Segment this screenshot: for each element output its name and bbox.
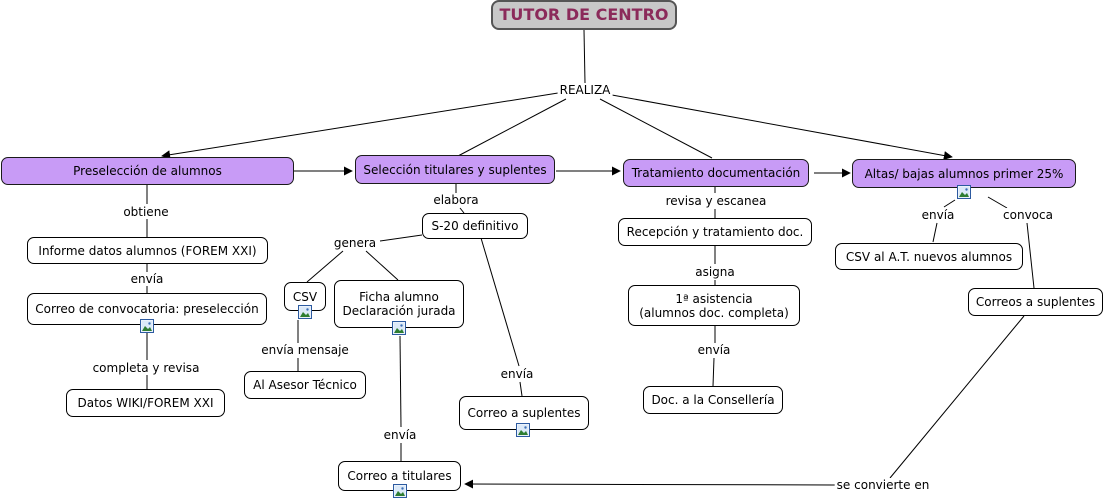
phrase-envia-titulares: envía	[381, 428, 419, 442]
phrase-se-convierte: se convierte en	[834, 478, 932, 492]
node-altas-label: Altas/ bajas alumnos primer 25%	[864, 166, 1064, 181]
node-altas[interactable]: Altas/ bajas alumnos primer 25%	[852, 159, 1076, 188]
node-s20[interactable]: S-20 definitivo	[422, 213, 528, 239]
node-informe-label: Informe datos alumnos (FOREM XXI)	[38, 243, 257, 258]
node-tratamiento-label: Tratamiento documentación	[631, 166, 801, 180]
phrase-obtiene: obtiene	[121, 205, 171, 219]
node-conselleria-label: Doc. a la Consellería	[651, 393, 775, 407]
node-correo-titulares-label: Correo a titulares	[347, 469, 452, 483]
node-ficha-line2: Declaración jurada	[342, 304, 456, 318]
node-seleccion[interactable]: Selección titulares y suplentes	[355, 155, 555, 184]
node-asesor[interactable]: Al Asesor Técnico	[244, 371, 366, 399]
phrase-completa-revisa: completa y revisa	[90, 361, 202, 375]
node-preseleccion-label: Preselección de alumnos	[73, 164, 222, 178]
phrase-asigna: asigna	[693, 265, 737, 279]
phrase-elabora: elabora	[431, 193, 481, 207]
image-icon[interactable]	[516, 423, 530, 437]
node-conselleria[interactable]: Doc. a la Consellería	[643, 386, 783, 414]
node-datos-wiki-label: Datos WIKI/FOREM XXI	[77, 396, 214, 410]
node-correo-convocatoria-label: Correo de convocatoria: preselección	[35, 302, 259, 316]
node-ficha-line1: Ficha alumno	[359, 290, 439, 304]
node-ficha[interactable]: Ficha alumno Declaración jurada	[334, 280, 464, 328]
phrase-convoca: convoca	[1001, 208, 1055, 222]
node-asistencia[interactable]: 1ª asistencia (alumnos doc. completa)	[628, 285, 800, 326]
node-csv-label: CSV	[292, 289, 318, 304]
root-node: TUTOR DE CENTRO	[491, 0, 677, 30]
phrase-genera: genera	[331, 236, 379, 250]
phrase-envia-suplentes: envía	[498, 367, 536, 381]
root-title: TUTOR DE CENTRO	[499, 5, 669, 24]
phrase-envia-informe: envía	[128, 272, 166, 286]
node-correo-suplentes[interactable]: Correo a suplentes	[459, 396, 589, 430]
phrase-envia-csv-at: envía	[919, 208, 957, 222]
phrase-envia-conselleria: envía	[695, 343, 733, 357]
image-icon[interactable]	[957, 185, 971, 199]
node-correo-suplentes-label: Correo a suplentes	[467, 406, 581, 420]
node-s20-label: S-20 definitivo	[431, 219, 519, 233]
node-tratamiento[interactable]: Tratamiento documentación	[623, 159, 809, 187]
node-asistencia-line1: 1ª asistencia	[675, 291, 753, 306]
image-icon[interactable]	[393, 484, 407, 498]
node-correos-suplentes-label: Correos a suplentes	[975, 295, 1096, 309]
image-icon[interactable]	[392, 321, 406, 335]
node-asistencia-line2: (alumnos doc. completa)	[639, 305, 789, 320]
node-informe[interactable]: Informe datos alumnos (FOREM XXI)	[27, 237, 268, 264]
image-icon[interactable]	[140, 319, 154, 333]
node-recepcion-label: Recepción y tratamiento doc.	[626, 225, 804, 239]
node-seleccion-label: Selección titulares y suplentes	[363, 162, 547, 177]
node-recepcion[interactable]: Recepción y tratamiento doc.	[618, 218, 812, 246]
phrase-realiza: REALIZA	[557, 83, 613, 97]
image-icon[interactable]	[298, 305, 312, 319]
node-preseleccion[interactable]: Preselección de alumnos	[1, 157, 294, 185]
phrase-envia-mensaje: envía mensaje	[259, 343, 351, 357]
node-csv-at[interactable]: CSV al A.T. nuevos alumnos	[835, 243, 1023, 270]
node-asesor-label: Al Asesor Técnico	[253, 378, 357, 392]
phrase-revisa-escanea: revisa y escanea	[663, 194, 769, 208]
node-correos-suplentes[interactable]: Correos a suplentes	[968, 288, 1103, 316]
node-csv-at-label: CSV al A.T. nuevos alumnos	[845, 249, 1013, 264]
node-datos-wiki[interactable]: Datos WIKI/FOREM XXI	[66, 389, 225, 417]
